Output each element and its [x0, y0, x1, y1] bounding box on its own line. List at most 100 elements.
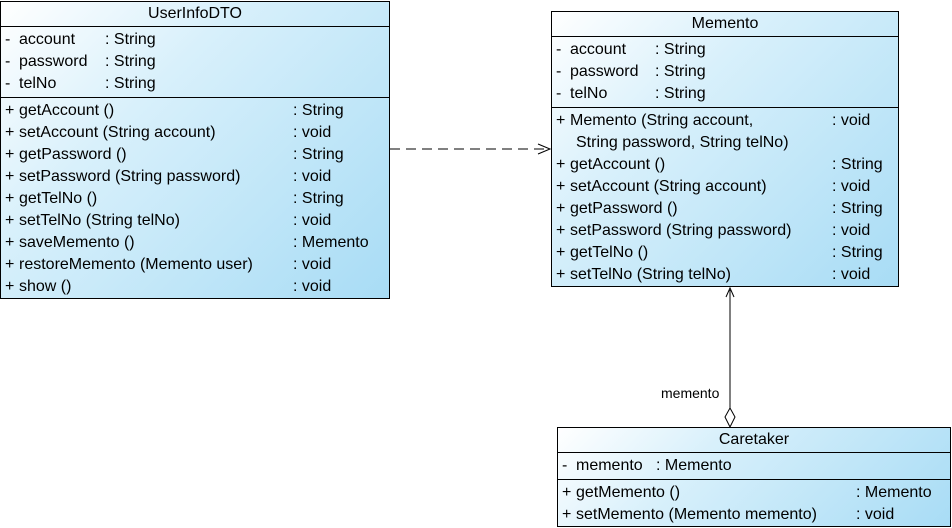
attribute-row[interactable]: -telNo : String [1, 73, 389, 95]
dependency-arrowhead [537, 143, 552, 155]
return-type: : String [832, 200, 883, 217]
operation-row[interactable]: +getPassword (): String [552, 198, 898, 220]
visibility-marker: - [556, 85, 562, 102]
visibility-marker: - [5, 31, 11, 48]
operation-row[interactable]: +setMemento (Memento memento) : void [558, 504, 950, 526]
operation-row[interactable]: +getTelNo (): String [552, 242, 898, 264]
operation-signature: getPassword () [19, 146, 127, 163]
return-type: : Memento [293, 234, 369, 251]
visibility-marker: + [556, 156, 566, 173]
attribute-name: password [19, 53, 88, 70]
attribute-type: : String [105, 31, 156, 48]
operation-row[interactable]: +saveMemento () : Memento [1, 232, 389, 254]
aggregation-role-label: memento [661, 385, 720, 401]
operation-row[interactable]: +getAccount (): String [552, 154, 898, 176]
visibility-marker: + [562, 484, 572, 501]
return-type: : void [832, 178, 871, 195]
visibility-marker: + [5, 124, 15, 141]
attribute-type: : Memento [656, 457, 732, 474]
operation-row[interactable]: +setPassword (String password): void [1, 166, 389, 188]
visibility-marker: - [562, 457, 568, 474]
visibility-marker: + [5, 212, 15, 229]
visibility-marker: + [562, 506, 572, 523]
aggregation-arrowhead [725, 286, 735, 298]
visibility-marker: + [556, 178, 566, 195]
operation-row[interactable]: +setAccount (String account) : void [1, 122, 389, 144]
visibility-marker: + [5, 278, 15, 295]
attribute-row[interactable]: -memento : Memento [558, 455, 950, 477]
return-type: : Memento [856, 484, 932, 501]
attribute-row[interactable]: -password : String [1, 51, 389, 73]
return-type: : String [293, 190, 344, 207]
visibility-marker: + [556, 222, 566, 239]
return-type: : void [293, 212, 332, 229]
attribute-name: telNo [570, 85, 608, 102]
operation-signature: Memento (String account, [570, 112, 754, 129]
return-type: : String [293, 146, 344, 163]
attribute-row[interactable]: -account: String [552, 39, 898, 61]
attribute-name: telNo [19, 75, 57, 92]
operation-signature-continued: String password, String telNo) [576, 134, 789, 151]
operation-signature: getTelNo () [570, 244, 649, 261]
attribute-row[interactable]: -telNo : String [552, 83, 898, 105]
class-memento[interactable]: Memento -account: String-password: Strin… [551, 11, 899, 287]
class-name: UserInfoDTO [1, 2, 389, 27]
attribute-name: memento [576, 457, 643, 474]
visibility-marker: + [5, 146, 15, 163]
visibility-marker: + [5, 190, 15, 207]
visibility-marker: - [556, 63, 562, 80]
visibility-marker: + [5, 234, 15, 251]
attribute-name: password [570, 63, 639, 80]
return-type: : String [293, 102, 344, 119]
operation-signature: setTelNo (String telNo) [19, 212, 180, 229]
attribute-type: : String [655, 41, 706, 58]
operation-signature: setPassword (String password) [570, 222, 792, 239]
attribute-row[interactable]: -password: String [552, 61, 898, 83]
class-userinfodto[interactable]: UserInfoDTO -account: String-password: S… [0, 1, 390, 299]
operation-signature: getTelNo () [19, 190, 98, 207]
operation-row[interactable]: +setAccount (String account): void [552, 176, 898, 198]
visibility-marker: + [5, 102, 15, 119]
operation-signature: show () [19, 278, 72, 295]
attributes-compartment: -memento : Memento [558, 453, 950, 480]
operation-row[interactable]: +getPassword () : String [1, 144, 389, 166]
visibility-marker: - [5, 75, 11, 92]
attributes-compartment: -account: String-password: String-telNo:… [552, 37, 898, 108]
operation-signature: getMemento () [576, 484, 681, 501]
operation-row[interactable]: +getAccount (): String [1, 100, 389, 122]
operation-row[interactable]: +getTelNo () : String [1, 188, 389, 210]
operation-signature: getAccount () [570, 156, 666, 173]
visibility-marker: + [556, 112, 566, 129]
operation-signature: setMemento (Memento memento) [576, 506, 817, 523]
operation-row[interactable]: +show (): void [1, 276, 389, 298]
operation-row[interactable]: +setTelNo (String telNo): void [552, 264, 898, 286]
operation-signature: restoreMemento (Memento user) [19, 256, 253, 273]
attribute-type: : String [105, 75, 156, 92]
attribute-row[interactable]: -account: String [1, 29, 389, 51]
return-type: : void [293, 168, 332, 185]
return-type: : void [832, 112, 871, 129]
return-type: : String [832, 244, 883, 261]
return-type: : void [832, 266, 871, 283]
operation-row[interactable]: +setPassword (String password): void [552, 220, 898, 242]
class-name: Caretaker [558, 428, 950, 453]
visibility-marker: + [5, 168, 15, 185]
operation-row[interactable]: +restoreMemento (Memento user): void [1, 254, 389, 276]
visibility-marker: + [556, 200, 566, 217]
visibility-marker: + [5, 256, 15, 273]
class-caretaker[interactable]: Caretaker -memento: Memento+getMemento (… [557, 427, 951, 527]
operation-signature: setAccount (String account) [19, 124, 216, 141]
operation-row[interactable]: +getMemento () : Memento [558, 482, 950, 504]
return-type: : void [293, 124, 332, 141]
operation-signature: setTelNo (String telNo) [570, 266, 731, 283]
attribute-type: : String [105, 53, 156, 70]
attribute-name: account [570, 41, 627, 58]
return-type: : void [856, 506, 895, 523]
operation-row[interactable]: +setTelNo (String telNo) : void [1, 210, 389, 232]
operation-signature: saveMemento () [19, 234, 135, 251]
attribute-type: : String [655, 85, 706, 102]
visibility-marker: - [5, 53, 11, 70]
